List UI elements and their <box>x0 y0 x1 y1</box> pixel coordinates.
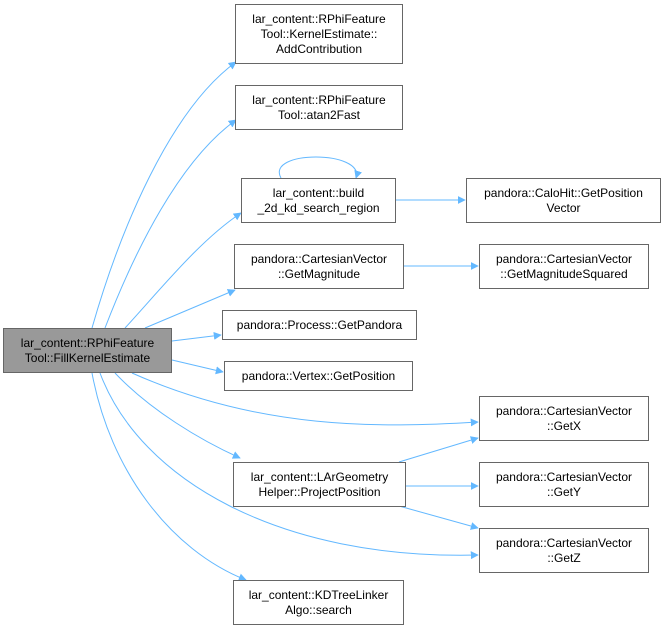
node-label-line: pandora::CartesianVector <box>495 535 633 550</box>
node-label-line: lar_content::RPhiFeature <box>252 11 386 26</box>
node-atan2fast[interactable]: lar_content::RPhiFeature Tool::atan2Fast <box>235 85 403 130</box>
edge-projectposition-to-getx <box>398 436 479 463</box>
node-label-line: lar_content::RPhiFeature <box>252 92 386 107</box>
edge-root-to-atan2fast <box>104 119 237 329</box>
edge-root-to-addcontribution <box>91 61 237 329</box>
edge-root-to-projectposition <box>114 372 241 459</box>
node-kdtree-linker-search[interactable]: lar_content::KDTreeLinker Algo::search <box>233 580 404 625</box>
node-label-line: ::GetMagnitude <box>277 266 361 281</box>
node-get-x[interactable]: pandora::CartesianVector ::GetX <box>479 396 649 441</box>
node-label-line: lar_content::KDTreeLinker <box>248 587 389 602</box>
node-label-line: pandora::CartesianVector <box>495 469 633 484</box>
node-build-2d-kd-search-region[interactable]: lar_content::build _2d_kd_search_region <box>241 178 396 223</box>
node-label-line: Vector <box>546 200 581 215</box>
node-get-y[interactable]: pandora::CartesianVector ::GetY <box>479 462 649 507</box>
node-label-line: Tool::FillKernelEstimate <box>24 350 151 365</box>
node-label-line: pandora::Vertex::GetPosition <box>241 368 396 383</box>
node-label-line: Tool::KernelEstimate:: <box>260 26 378 41</box>
node-label-line: Helper::ProjectPosition <box>258 484 381 499</box>
edge-root-to-getmagnitude <box>144 289 236 329</box>
node-label-line: pandora::CartesianVector <box>495 251 633 266</box>
edge-root-to-getx <box>131 372 479 427</box>
node-label-line: lar_content::LArGeometry <box>250 469 389 484</box>
edge-root-to-getpandora <box>171 331 222 342</box>
node-label-line: pandora::CaloHit::GetPosition <box>484 185 643 200</box>
node-get-z[interactable]: pandora::CartesianVector ::GetZ <box>479 528 649 573</box>
node-label-line: _2d_kd_search_region <box>257 200 380 215</box>
node-label-line: ::GetY <box>546 484 581 499</box>
edge-root-to-vertexgetposition <box>171 359 224 375</box>
node-vertex-get-position[interactable]: pandora::Vertex::GetPosition <box>224 361 413 391</box>
node-project-position[interactable]: lar_content::LArGeometry Helper::Project… <box>233 462 406 507</box>
edge-root-to-getz <box>99 372 479 560</box>
edge-projectposition-to-getz <box>398 505 479 530</box>
node-label-line: Tool::atan2Fast <box>277 107 361 122</box>
node-label-line: AddContribution <box>275 41 363 56</box>
node-label-line: lar_content::RPhiFeature <box>20 335 155 350</box>
node-get-magnitude-squared[interactable]: pandora::CartesianVector ::GetMagnitudeS… <box>479 244 649 289</box>
edge-build2d-self <box>278 156 362 179</box>
node-calohit-get-position-vector[interactable]: pandora::CaloHit::GetPosition Vector <box>466 178 661 223</box>
node-label-line: lar_content::build <box>272 185 365 200</box>
node-label-line: pandora::CartesianVector <box>495 403 633 418</box>
node-add-contribution[interactable]: lar_content::RPhiFeature Tool::KernelEst… <box>235 4 403 64</box>
edge-root-to-build2d <box>124 212 242 329</box>
node-label-line: pandora::Process::GetPandora <box>236 317 403 332</box>
node-label-line: pandora::CartesianVector <box>250 251 388 266</box>
edge-root-to-search <box>91 372 247 582</box>
node-label-line: ::GetZ <box>547 550 581 565</box>
node-get-magnitude[interactable]: pandora::CartesianVector ::GetMagnitude <box>234 244 404 289</box>
node-label-line: ::GetX <box>546 418 581 433</box>
node-root-fill-kernel-estimate[interactable]: lar_content::RPhiFeature Tool::FillKerne… <box>3 328 172 373</box>
node-label-line: ::GetMagnitudeSquared <box>500 266 628 281</box>
node-process-get-pandora[interactable]: pandora::Process::GetPandora <box>222 310 417 340</box>
node-label-line: Algo::search <box>285 602 352 617</box>
